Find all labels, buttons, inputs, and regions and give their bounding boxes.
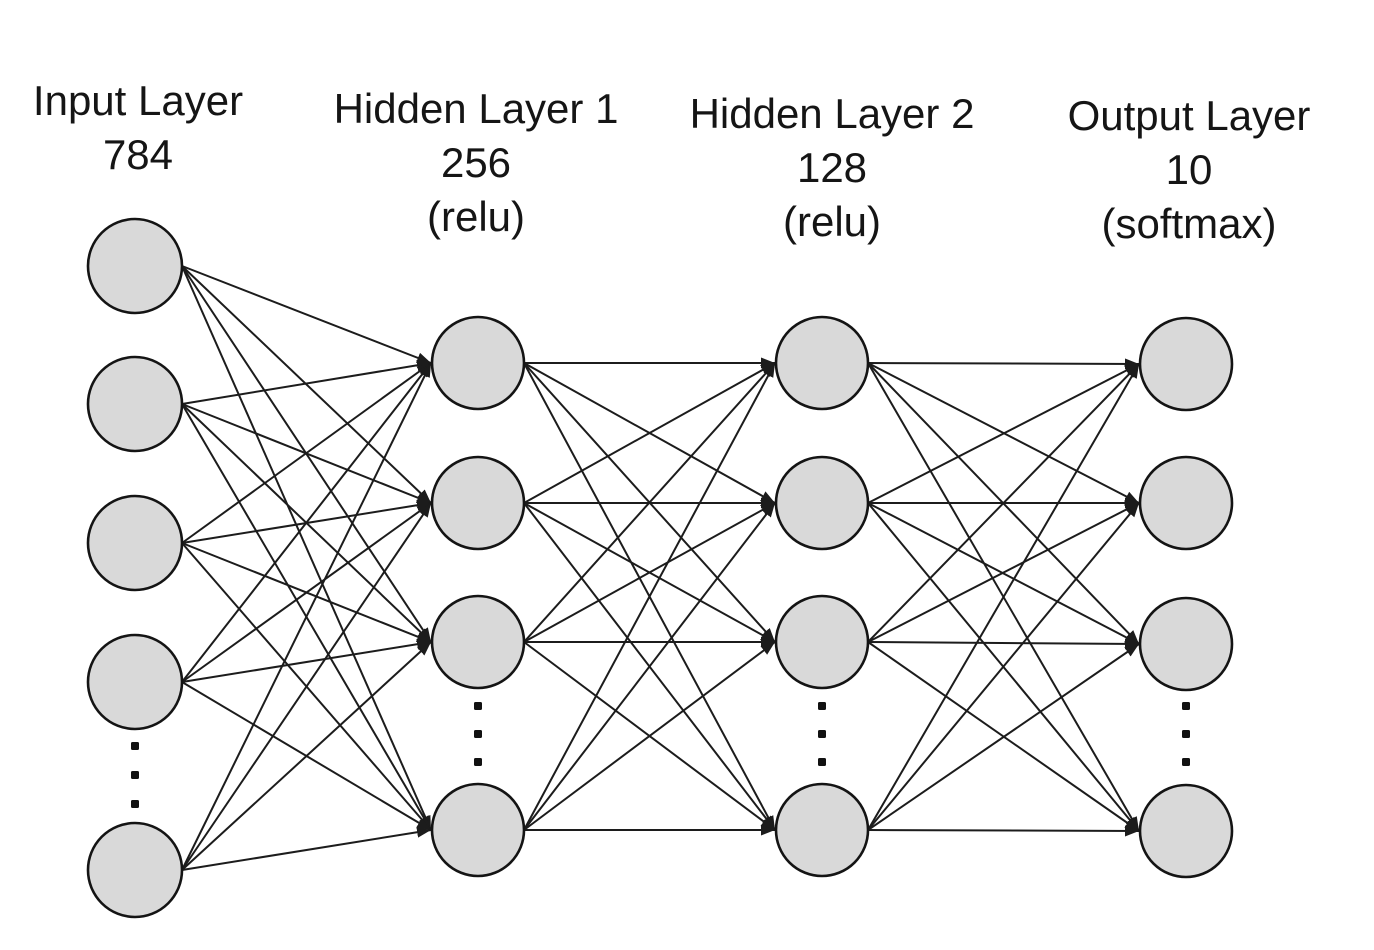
connection-edge bbox=[523, 362, 776, 643]
connection-edge bbox=[867, 363, 1140, 643]
layer-size: 256 bbox=[440, 139, 512, 186]
layer-name: Hidden Layer 2 bbox=[689, 90, 975, 137]
connection-edge bbox=[181, 638, 432, 683]
connection-edge bbox=[523, 641, 776, 831]
layer-size: 128 bbox=[796, 144, 868, 191]
connection-edge bbox=[181, 362, 432, 544]
neuron-node bbox=[1138, 316, 1234, 412]
layer-name: Input Layer bbox=[32, 77, 244, 124]
connection-edge bbox=[867, 643, 1140, 831]
layer-name: Hidden Layer 1 bbox=[333, 85, 619, 132]
connection-edge bbox=[181, 265, 432, 831]
layer-name: Output Layer bbox=[1067, 92, 1311, 139]
connection-edge bbox=[181, 502, 432, 871]
layer-label-input: Input Layer 784 bbox=[33, 74, 243, 182]
connection-edge bbox=[181, 362, 432, 683]
neuron-node bbox=[774, 594, 870, 690]
ellipsis-dot bbox=[131, 742, 139, 750]
neuron-node bbox=[430, 315, 526, 411]
ellipsis-dot bbox=[1182, 758, 1190, 766]
ellipsis-dot bbox=[474, 758, 482, 766]
ellipsis-dot bbox=[474, 702, 482, 710]
ellipsis-dot bbox=[1182, 730, 1190, 738]
connection-edge bbox=[523, 502, 776, 831]
neuron-node bbox=[86, 633, 184, 731]
ellipsis-dot bbox=[818, 758, 826, 766]
connection-edge bbox=[181, 362, 432, 871]
connection-edge bbox=[523, 502, 776, 643]
ellipsis-dots bbox=[131, 702, 1190, 808]
ellipsis-dot bbox=[131, 771, 139, 779]
neuron-node bbox=[1138, 783, 1234, 879]
connection-edge bbox=[867, 358, 1140, 370]
ellipsis-dot bbox=[818, 730, 826, 738]
layer-label-hidden-1: Hidden Layer 1 256 (relu) bbox=[334, 82, 619, 244]
connection-edge bbox=[181, 641, 432, 871]
layer-size: 10 bbox=[1165, 146, 1213, 193]
layer-label-hidden-2: Hidden Layer 2 128 (relu) bbox=[690, 87, 975, 249]
layer-activation: (relu) bbox=[782, 198, 882, 245]
layer-label-output: Output Layer 10 (softmax) bbox=[1068, 89, 1311, 251]
layer-size: 784 bbox=[102, 131, 174, 178]
ellipsis-dot bbox=[131, 800, 139, 808]
neuron-node bbox=[430, 594, 526, 690]
neuron-node bbox=[430, 782, 526, 878]
connection-edge bbox=[181, 359, 432, 405]
neuron-node bbox=[1138, 596, 1234, 692]
connection-edge bbox=[181, 265, 432, 364]
ellipsis-dot bbox=[474, 730, 482, 738]
connection-edge bbox=[867, 502, 1140, 643]
connection-edge bbox=[867, 638, 1140, 650]
layer-activation: (softmax) bbox=[1101, 200, 1277, 247]
connection-edge bbox=[867, 502, 1140, 831]
connection-edge bbox=[181, 826, 432, 871]
edges bbox=[181, 265, 1140, 871]
connection-edge bbox=[523, 362, 776, 504]
neuron-node bbox=[774, 315, 870, 411]
layer-activation: (relu) bbox=[426, 193, 526, 240]
neuron-node bbox=[86, 217, 184, 315]
neuron-node bbox=[86, 821, 184, 919]
nodes bbox=[86, 217, 1234, 919]
neuron-node bbox=[430, 455, 526, 551]
neuron-node bbox=[774, 782, 870, 878]
connection-edge bbox=[181, 502, 432, 683]
neuron-node bbox=[1138, 455, 1234, 551]
neuron-node bbox=[86, 494, 184, 592]
connection-edge bbox=[867, 363, 1140, 831]
connection-edge bbox=[867, 825, 1140, 837]
ellipsis-dot bbox=[818, 702, 826, 710]
ellipsis-dot bbox=[1182, 702, 1190, 710]
neuron-node bbox=[774, 455, 870, 551]
connection-edge bbox=[523, 362, 776, 831]
neuron-node bbox=[86, 355, 184, 453]
connection-edge bbox=[867, 363, 1140, 504]
